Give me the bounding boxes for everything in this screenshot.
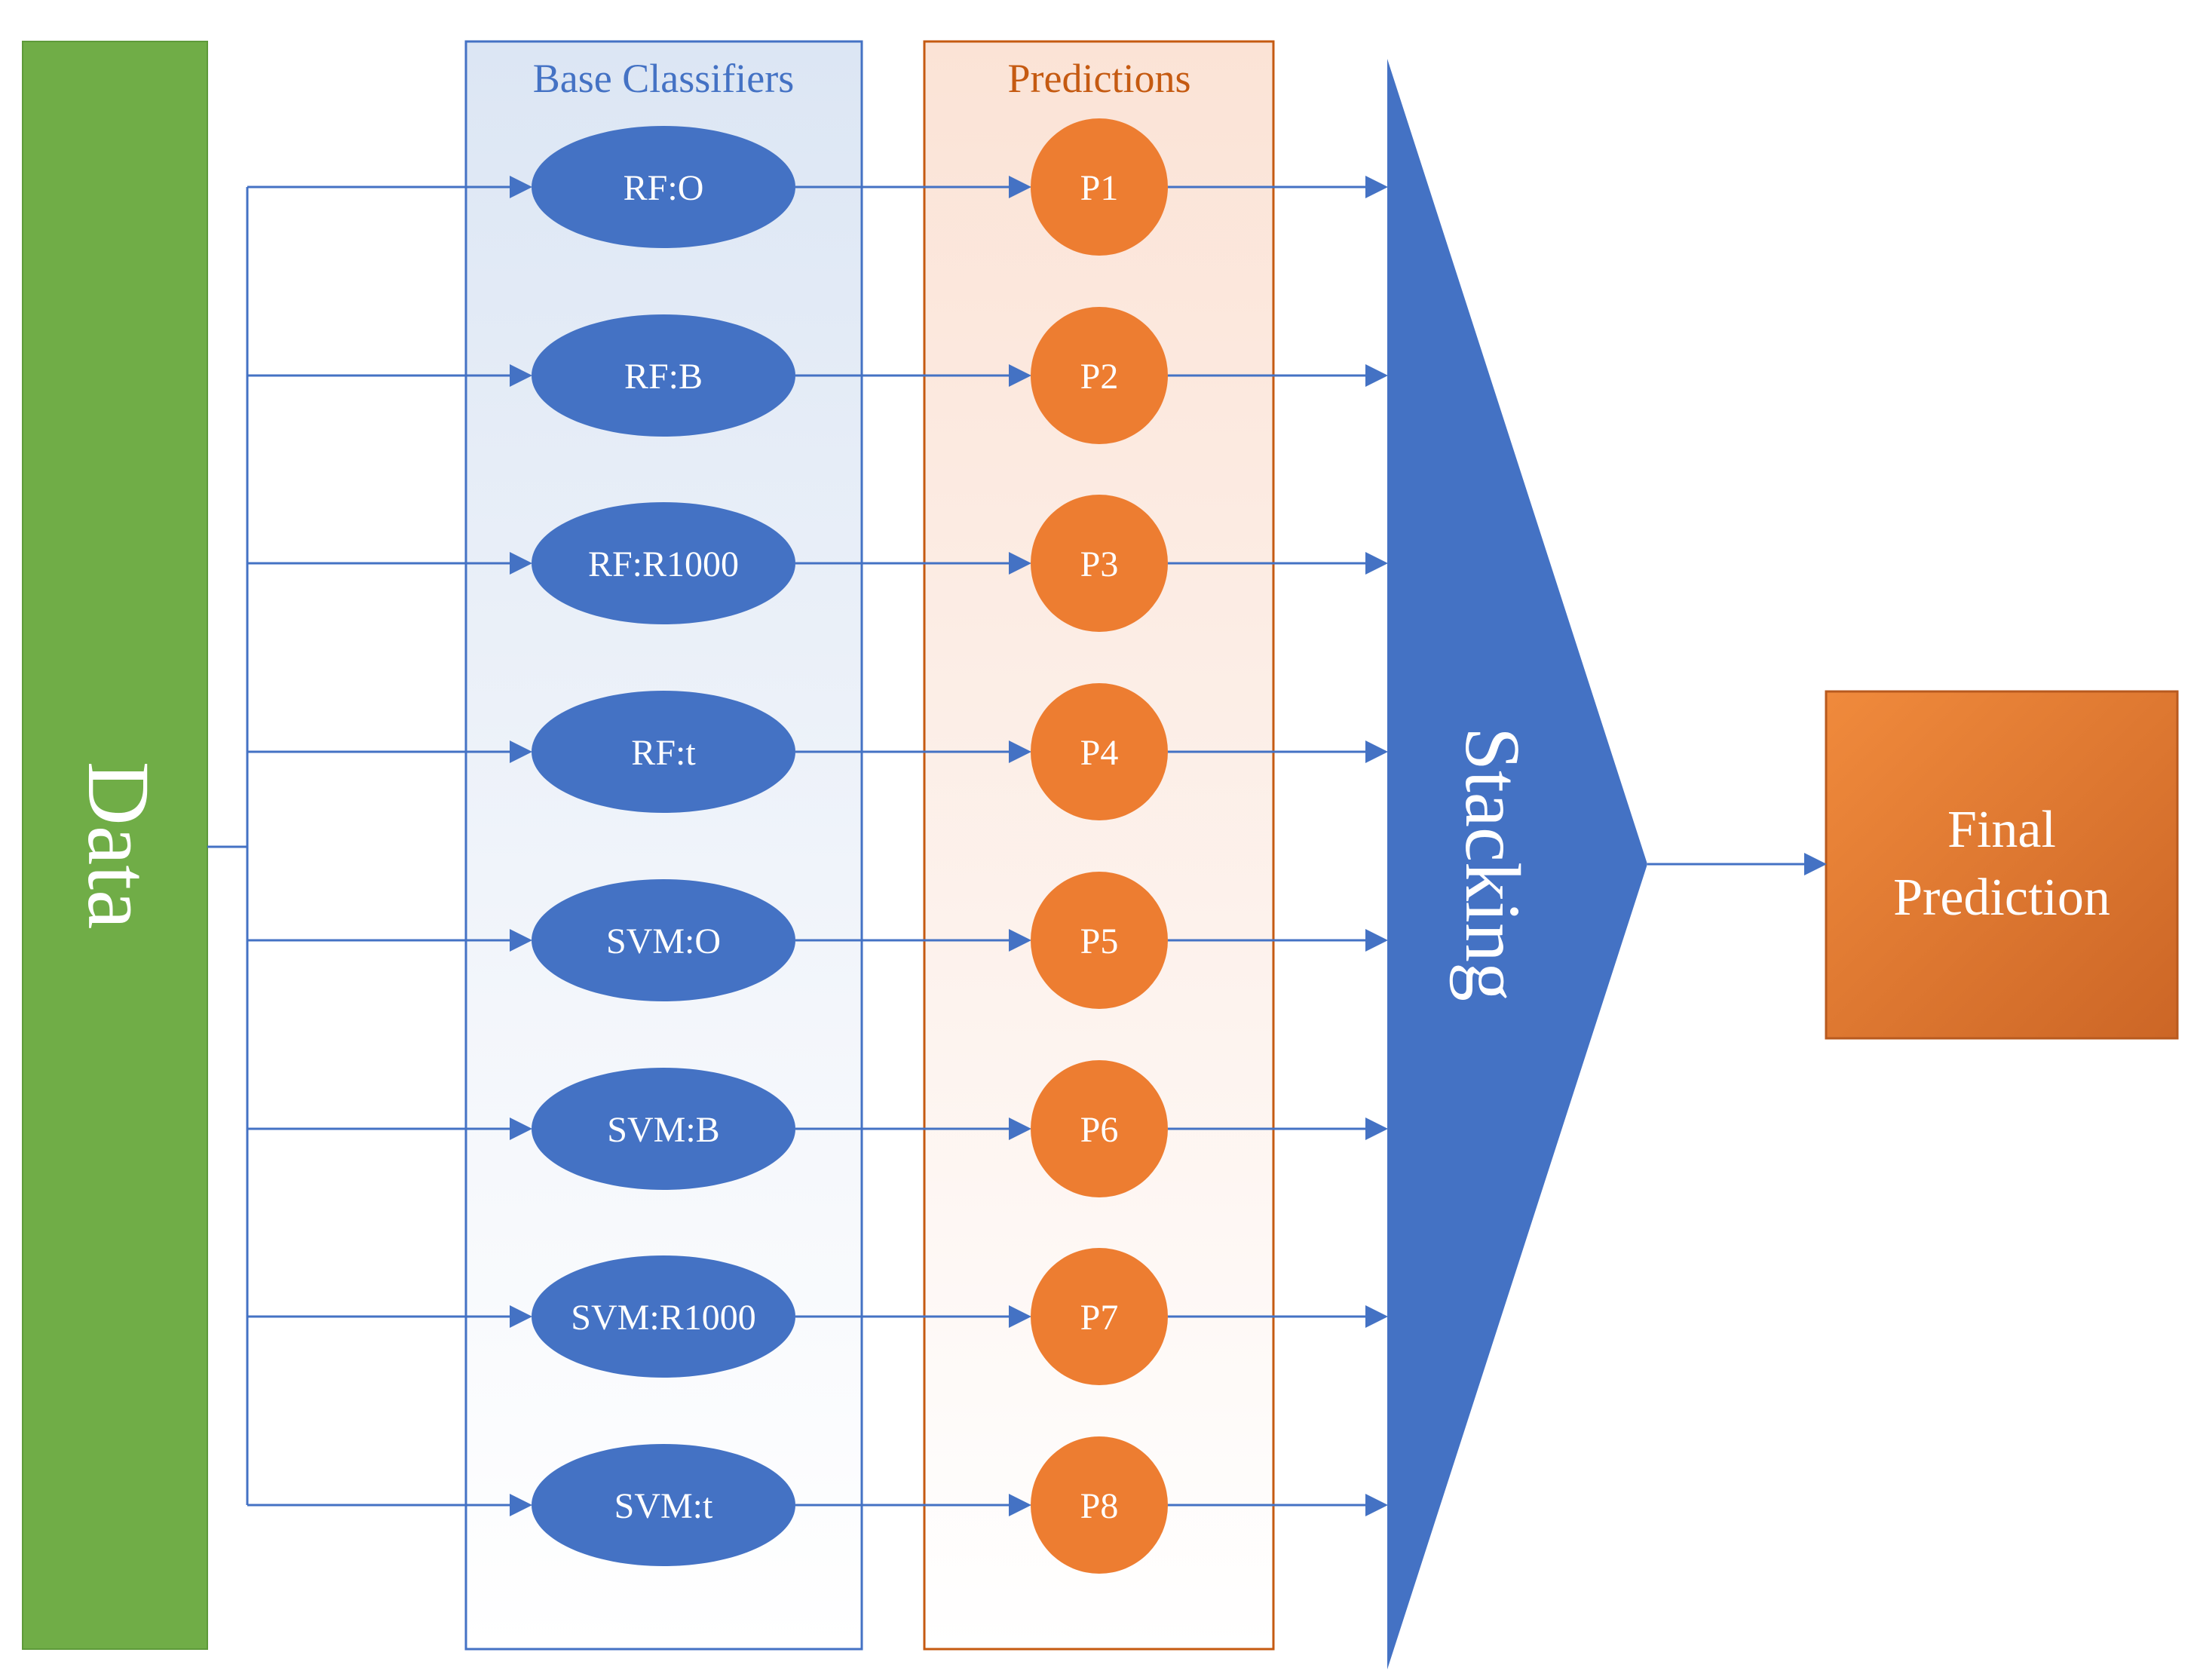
prediction-label: P1 — [1080, 168, 1119, 208]
classifier-label: RF:O — [624, 168, 704, 208]
prediction-node — [1031, 683, 1168, 820]
classifiers-title: Base Classifiers — [533, 56, 794, 101]
classifier-label: RF:t — [631, 733, 696, 773]
prediction-node — [1031, 1248, 1168, 1385]
classifier-node — [532, 314, 795, 437]
stacking-triangle — [1387, 59, 1647, 1669]
classifier-label: RF:R1000 — [588, 544, 739, 584]
classifier-node — [532, 126, 795, 248]
data-block — [22, 41, 208, 1650]
data-label: Data — [69, 762, 168, 930]
prediction-label: P3 — [1080, 544, 1119, 584]
final-prediction-box — [1825, 690, 2179, 1040]
classifier-node — [532, 1255, 795, 1378]
prediction-node — [1031, 872, 1168, 1009]
prediction-label: P2 — [1080, 357, 1119, 397]
prediction-node — [1031, 1060, 1168, 1197]
classifier-label: SVM:R1000 — [571, 1298, 755, 1338]
classifier-node — [532, 1444, 795, 1566]
prediction-label: P8 — [1080, 1486, 1119, 1526]
prediction-node — [1031, 307, 1168, 444]
classifier-label: SVM:O — [606, 921, 721, 961]
classifier-node — [532, 691, 795, 813]
prediction-label: P6 — [1080, 1110, 1119, 1150]
classifier-node — [532, 502, 795, 624]
final-prediction-label-line1: Final — [1947, 801, 2056, 859]
prediction-node — [1031, 118, 1168, 256]
classifier-label: RF:B — [624, 357, 703, 397]
prediction-node — [1031, 495, 1168, 632]
prediction-label: P5 — [1080, 921, 1119, 961]
predictions-panel — [923, 40, 1275, 1651]
classifier-label: SVM:B — [607, 1110, 719, 1150]
classifiers-panel — [464, 40, 863, 1651]
classifier-label: SVM:t — [614, 1486, 713, 1526]
classifier-node — [532, 1068, 795, 1190]
prediction-node — [1031, 1436, 1168, 1574]
stacking-label: Stacking — [1449, 727, 1536, 1001]
predictions-title: Predictions — [1008, 56, 1191, 101]
prediction-label: P7 — [1080, 1298, 1119, 1338]
classifier-node — [532, 879, 795, 1001]
final-prediction-label-line2: Prediction — [1893, 869, 2110, 927]
prediction-label: P4 — [1080, 733, 1119, 773]
